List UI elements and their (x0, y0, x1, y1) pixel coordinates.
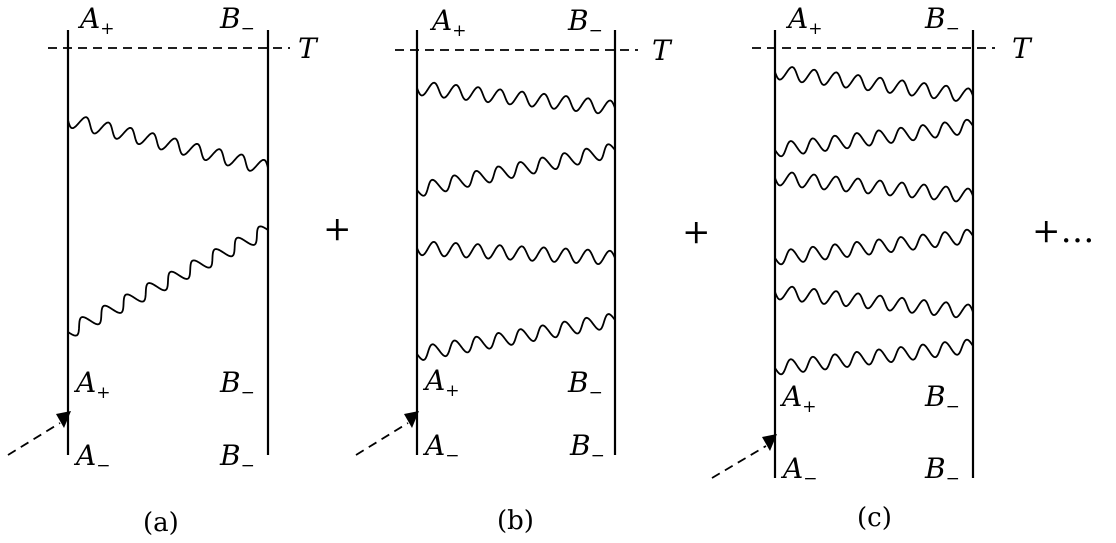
panel-b-time-label: T (652, 34, 673, 67)
plus-ellipsis: +… (1032, 211, 1095, 251)
panel-c-top-left-label: A+ (785, 2, 822, 39)
panel-b-mid-left-label: A+ (422, 364, 459, 401)
panel-c-arrowhead-icon (762, 434, 777, 451)
panel-a-time-label: T (298, 32, 319, 65)
panel-b-mid-right-label: B− (567, 366, 603, 403)
panel-a-bottom-right-label: B− (219, 439, 255, 476)
panel-b-top-right-label: B− (567, 4, 603, 41)
panel-b-photon-3 (416, 240, 616, 266)
panel-b-incoming-line (355, 422, 409, 456)
panel-c-mid-left-label: A+ (779, 380, 816, 417)
panel-b-bottom-left-label: A− (422, 429, 459, 466)
panel-c-photon-5 (774, 285, 974, 319)
panel-b-photon-1 (416, 81, 616, 115)
panel-a: A+ B− T A+ B− A− B− (a) (7, 2, 319, 538)
panel-b-top-left-label: A+ (429, 4, 466, 41)
plus-sign-1: + (323, 209, 352, 249)
panel-a-bottom-left-label: A− (73, 439, 110, 476)
panel-b-photon-2 (416, 143, 616, 197)
panel-c-photon-3 (774, 171, 974, 203)
panel-a-incoming-line (7, 422, 61, 456)
panel-c-photon-2 (774, 118, 974, 158)
panel-b: A+ B− T A+ B− A− B− (b) (355, 4, 673, 536)
panel-a-top-left-label: A+ (77, 2, 114, 39)
panel-c-incoming-line (711, 445, 767, 479)
panel-c-photon-1 (774, 66, 974, 102)
panel-a-photon-1 (67, 116, 269, 172)
panel-c-time-label: T (1012, 32, 1033, 65)
panel-b-arrowhead-icon (404, 411, 419, 428)
panel-a-top-right-label: B− (219, 2, 255, 39)
panel-c-bottom-right-label: B− (924, 452, 960, 489)
panel-c: A+ B− T A+ B− A− B− (c) (711, 2, 1033, 533)
panel-b-bottom-right-label: B− (569, 429, 605, 466)
panel-a-arrowhead-icon (56, 411, 71, 428)
panel-a-photon-2 (67, 225, 269, 337)
panel-a-mid-left-label: A+ (73, 366, 110, 403)
panel-b-photon-4 (416, 313, 616, 361)
panel-c-mid-right-label: B− (924, 380, 960, 417)
plus-sign-2: + (682, 212, 711, 252)
panel-c-photon-4 (774, 228, 974, 266)
panel-b-caption: (b) (497, 506, 534, 536)
panel-c-bottom-left-label: A− (780, 452, 817, 489)
panel-a-mid-right-label: B− (219, 366, 255, 403)
panel-c-top-right-label: B− (924, 2, 960, 39)
panel-c-photon-6 (774, 338, 974, 376)
panel-c-caption: (c) (857, 503, 892, 533)
panel-a-caption: (a) (143, 508, 179, 538)
